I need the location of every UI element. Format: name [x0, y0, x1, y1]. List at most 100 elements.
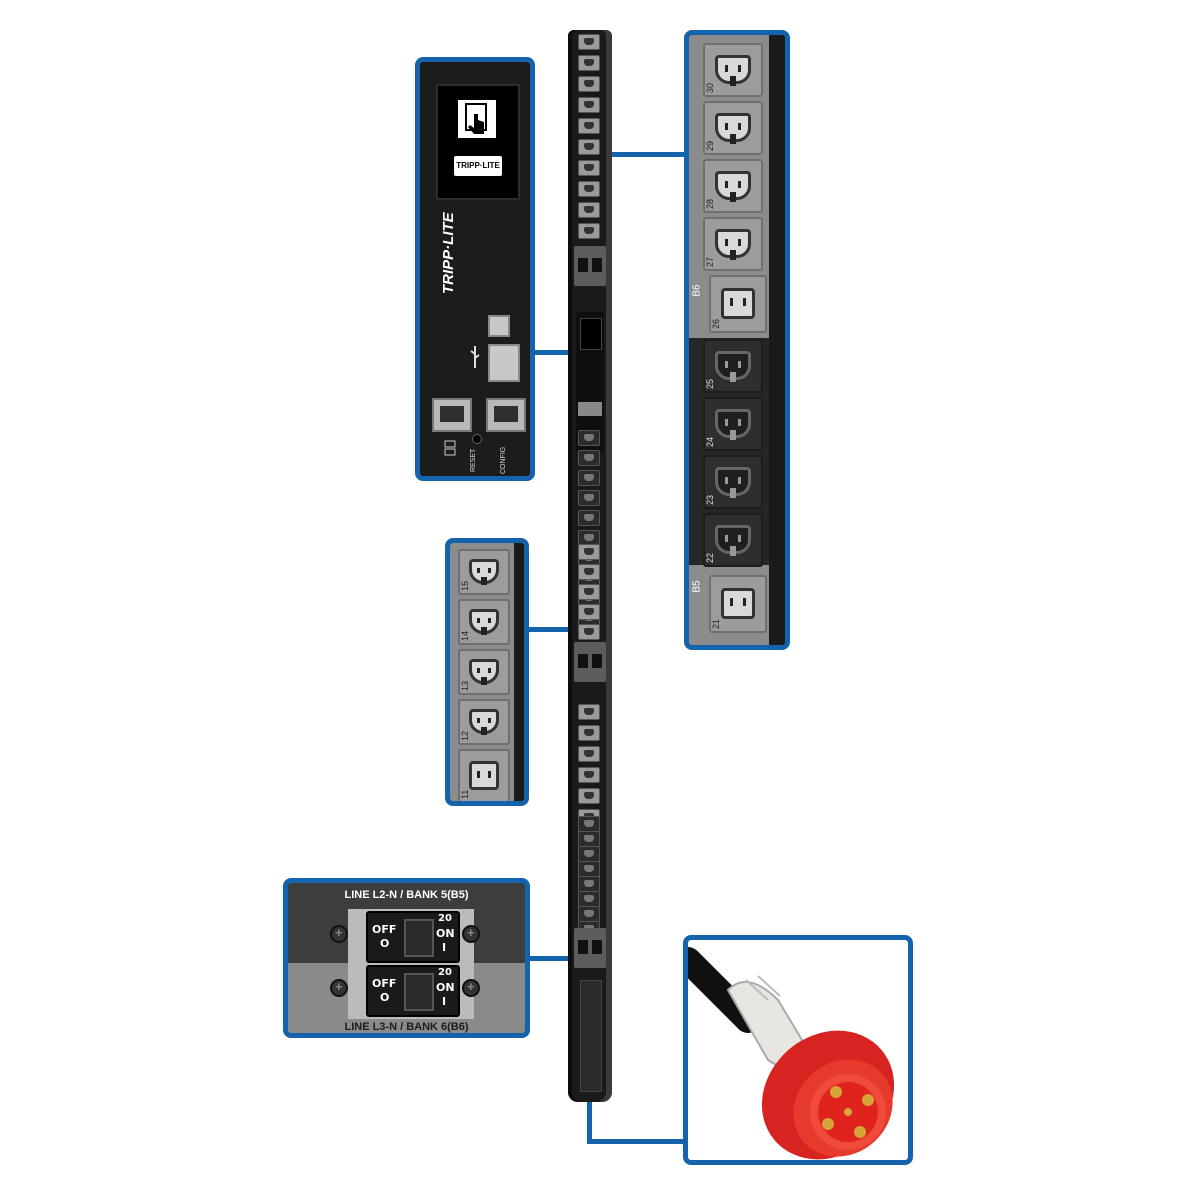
connector-line — [528, 627, 570, 632]
industrial-plug-icon — [688, 947, 895, 1160]
outlet-pin — [729, 546, 737, 556]
strip-outlet — [578, 470, 600, 486]
tripp-lite-logo: TRIPP·LITE — [454, 156, 502, 176]
c13-outlet — [458, 699, 510, 745]
usb-port-b[interactable] — [488, 315, 510, 337]
breaker-b5-switch[interactable] — [404, 919, 434, 957]
c13-outlet — [703, 339, 763, 393]
c13-outlet — [458, 549, 510, 595]
c13-outlet — [703, 397, 763, 451]
strip-outlet — [578, 906, 600, 922]
strip-outlet — [578, 746, 600, 762]
strip-bank-breaker — [574, 246, 606, 286]
strip-outlet — [578, 76, 600, 92]
outlet-number: 21 — [711, 618, 721, 629]
strip-bank-breaker — [574, 642, 606, 682]
outlet-number: 27 — [705, 256, 715, 267]
brand-logo-vertical-text: TRIPP·LITE — [440, 212, 457, 294]
outlet-number: 13 — [460, 680, 470, 691]
breaker-b6-on-label: ON — [436, 981, 455, 994]
strip-outlet — [578, 564, 600, 580]
c13-outlet — [703, 101, 763, 155]
breaker-b6-on-symbol: I — [442, 995, 447, 1008]
usb-icon — [468, 344, 482, 370]
bank-label-b6: B6 — [691, 284, 703, 297]
plug-callout — [683, 935, 913, 1165]
outlet-pin — [481, 577, 487, 586]
network-icon — [444, 440, 456, 456]
screw-icon — [462, 925, 480, 943]
strip-outlet — [578, 767, 600, 783]
config-port[interactable] — [486, 398, 526, 432]
usb-port-a[interactable] — [488, 344, 520, 382]
outlet-pin — [481, 727, 487, 736]
breaker-b6[interactable]: OFF O 20 ON I — [366, 965, 460, 1017]
outlet-number: 30 — [705, 82, 715, 93]
connector-line — [528, 956, 570, 961]
outlet-number: 11 — [460, 789, 470, 799]
strip-outlet — [578, 846, 600, 862]
strip-outlet — [578, 450, 600, 466]
c19-outlet — [709, 275, 767, 333]
brand-logo-vertical: TRIPP·LITE — [440, 194, 470, 294]
outlet-face — [715, 113, 751, 142]
bank-label-b5: B5 — [691, 580, 703, 593]
outlet-number: 22 — [705, 552, 715, 563]
outlet-number: 14 — [460, 630, 470, 641]
breaker-b5-rating: 20 — [438, 913, 452, 924]
outlet-number: 28 — [705, 198, 715, 209]
strip-outlet — [578, 861, 600, 877]
c13-outlet — [703, 217, 763, 271]
pdu-screen — [580, 318, 602, 350]
outlet-number: 29 — [705, 140, 715, 151]
c13-outlet — [703, 159, 763, 213]
outlet-pin — [729, 372, 737, 382]
outlet-number: 25 — [705, 378, 715, 389]
breaker-b5-on-label: ON — [436, 927, 455, 940]
breaker-b6-off-symbol: O — [380, 991, 390, 1004]
outlet-face — [468, 659, 500, 684]
strip-outlet — [578, 160, 600, 176]
strip-outlet — [578, 831, 600, 847]
c13-outlet — [703, 513, 763, 567]
outlet-pin — [481, 627, 487, 636]
reset-button[interactable] — [472, 434, 482, 444]
strip-info-label — [580, 980, 602, 1092]
strip-outlet — [578, 584, 600, 600]
outlet-face — [720, 587, 756, 620]
strip-outlet — [578, 816, 600, 832]
screw-icon — [462, 979, 480, 997]
strip-outlet — [578, 202, 600, 218]
strip-outlet — [578, 223, 600, 239]
breaker-b6-switch[interactable] — [404, 973, 434, 1011]
strip-outlet — [578, 430, 600, 446]
strip-outlet — [578, 34, 600, 50]
c13-outlet — [703, 43, 763, 97]
breaker-b5[interactable]: OFF O 20 ON I — [366, 911, 460, 963]
outlet-pin — [729, 76, 737, 86]
breaker-b5-on-symbol: I — [442, 941, 447, 954]
c19-outlet — [458, 749, 510, 801]
outlet-rail — [514, 543, 524, 801]
outlet-number: 23 — [705, 494, 715, 505]
outlet-number: 24 — [705, 436, 715, 447]
lcd-display: TRIPP·LITE — [436, 84, 520, 200]
strip-bank-breaker — [574, 928, 606, 968]
outlet-callout-bank-b5-b6: B6 B5 30 29 28 27 26 25 24 23 22 21 — [684, 30, 790, 650]
c13-outlet — [458, 599, 510, 645]
breaker-b5-off-label: OFF — [372, 923, 397, 936]
reset-label: RESET — [470, 448, 477, 472]
strip-outlet — [578, 704, 600, 720]
outlet-number: 26 — [711, 318, 721, 329]
breaker-b5-off-symbol: O — [380, 937, 390, 950]
outlet-pin — [729, 488, 737, 498]
strip-outlet — [578, 544, 600, 560]
network-port[interactable] — [432, 398, 472, 432]
strip-outlet — [578, 788, 600, 804]
outlet-rail — [769, 35, 785, 645]
strip-outlet — [578, 604, 600, 620]
strip-outlet — [578, 510, 600, 526]
outlet-pin — [729, 430, 737, 440]
breaker-b6-off-label: OFF — [372, 977, 397, 990]
